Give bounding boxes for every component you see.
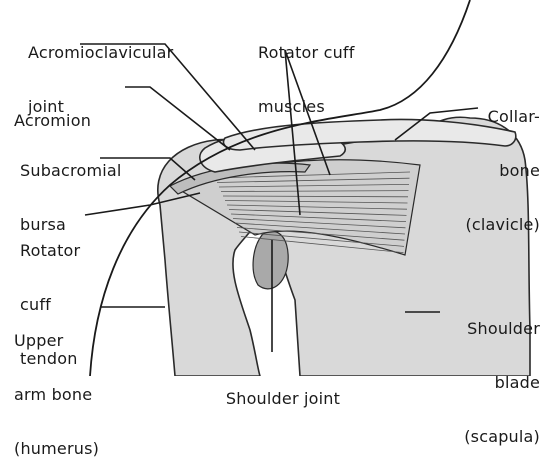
label-rotator-cuff-tendon-line1: Rotator: [20, 242, 80, 260]
label-shoulder-blade-line3: (scapula): [430, 428, 540, 446]
label-collarbone-line2: bone: [440, 162, 540, 180]
joint-cavity-shape: [253, 231, 288, 289]
label-collarbone: Collar- bone (clavicle): [440, 72, 540, 252]
label-upper-arm-bone-line1: Upper: [14, 332, 99, 350]
label-upper-arm-bone: Upper arm bone (humerus): [14, 296, 99, 476]
label-rotator-cuff-muscles: Rotator cuff muscles: [258, 8, 355, 134]
label-rotator-cuff-muscles-line2: muscles: [258, 98, 355, 116]
label-shoulder-blade-line1: Shoulder: [430, 320, 540, 338]
label-rotator-cuff-muscles-line1: Rotator cuff: [258, 44, 355, 62]
label-subacromial-bursa-line1: Subacromial: [20, 162, 122, 180]
label-collarbone-line3: (clavicle): [440, 216, 540, 234]
label-shoulder-blade-line2: blade: [430, 374, 540, 392]
label-shoulder-blade: Shoulder blade (scapula): [430, 284, 540, 464]
label-upper-arm-bone-line2: arm bone: [14, 386, 99, 404]
label-upper-arm-bone-line3: (humerus): [14, 440, 99, 458]
label-acromioclavicular-joint-line1: Acromioclavicular: [28, 44, 173, 62]
label-collarbone-line1: Collar-: [440, 108, 540, 126]
label-shoulder-joint-line1: Shoulder joint: [208, 390, 358, 408]
label-shoulder-joint: Shoulder joint: [208, 354, 358, 426]
